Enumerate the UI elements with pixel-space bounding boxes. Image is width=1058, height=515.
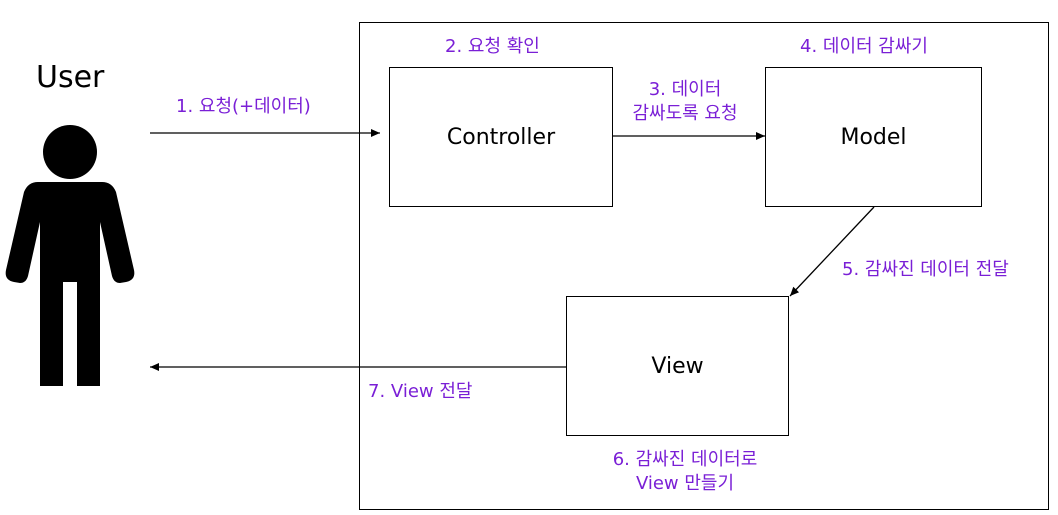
step-6-label: 6. 감싸진 데이터로 View 만들기 [590, 448, 780, 496]
step-3-label: 3. 데이터 감싸도록 요청 [620, 78, 750, 126]
model-box: Model [765, 67, 982, 207]
controller-box: Controller [389, 67, 613, 207]
view-box: View [566, 296, 789, 436]
step-2-label: 2. 요청 확인 [445, 36, 540, 57]
application-frame [359, 22, 1049, 510]
step-1-label: 1. 요청(+데이터) [176, 96, 311, 117]
model-label: Model [840, 124, 907, 150]
step-3-line-2: 감싸도록 요청 [632, 103, 738, 124]
step-6-line-1: 6. 감싸진 데이터로 [612, 449, 758, 470]
arrow-deliver-data [789, 206, 875, 297]
controller-label: Controller [446, 124, 556, 150]
step-5-label: 5. 감싸진 데이터 전달 [842, 259, 1009, 280]
view-label: View [651, 353, 704, 379]
step-3-line-1: 3. 데이터 [648, 79, 722, 100]
user-icon [5, 125, 135, 386]
step-4-label: 4. 데이터 감싸기 [800, 36, 928, 57]
user-label: User [36, 60, 105, 95]
step-7-label: 7. View 전달 [368, 381, 473, 402]
step-6-line-2: View 만들기 [635, 473, 735, 494]
